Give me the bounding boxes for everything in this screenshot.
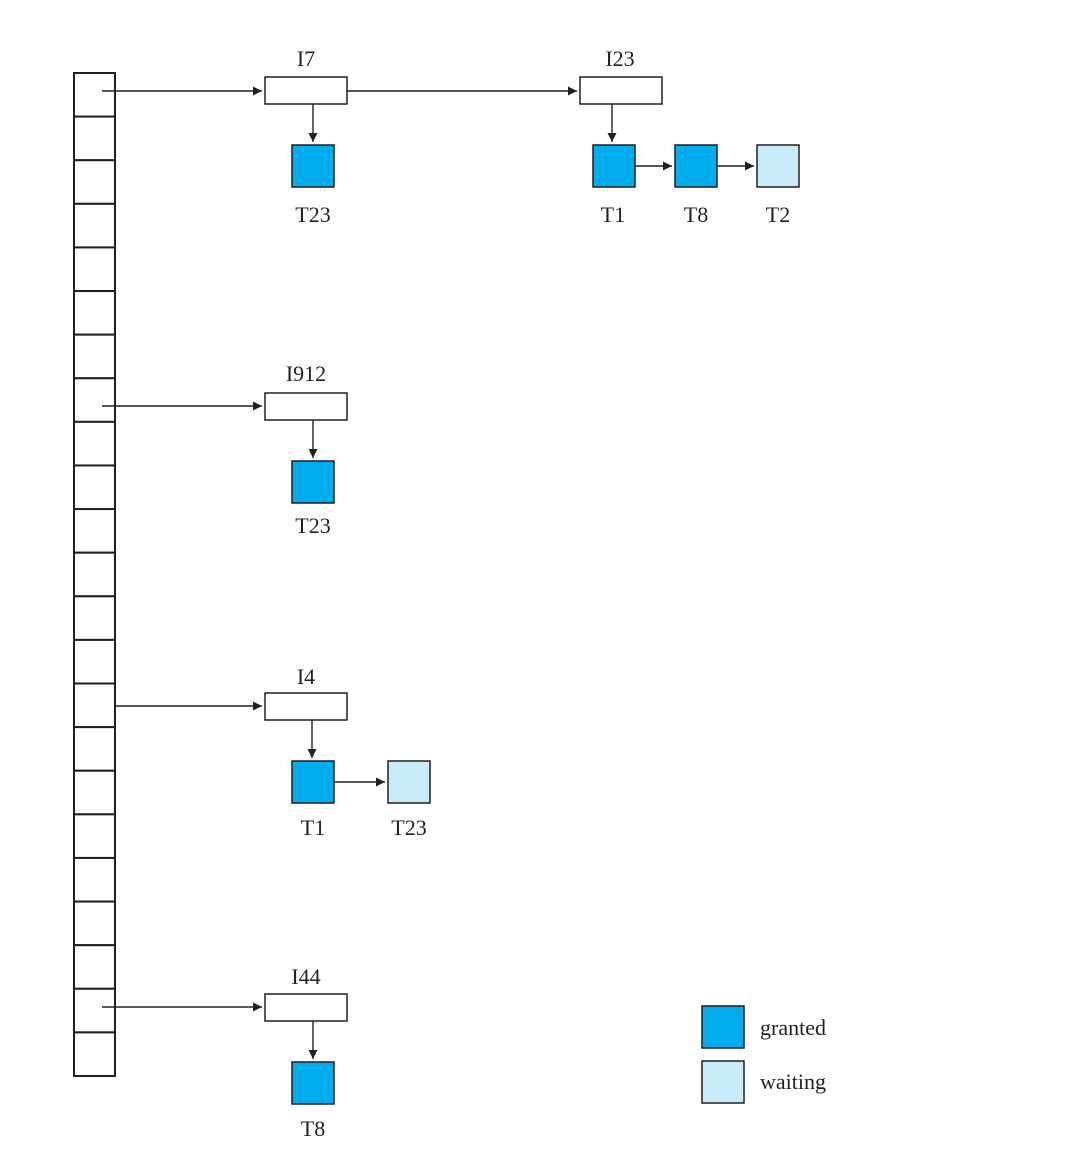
- request-node-waiting: [756, 144, 800, 188]
- transaction-label: T23: [391, 815, 426, 840]
- hash-bucket: [73, 813, 116, 859]
- hash-bucket: [73, 944, 116, 990]
- legend-swatch-granted: [701, 1005, 745, 1049]
- hash-bucket: [73, 508, 116, 554]
- hash-bucket: [73, 72, 116, 118]
- request-node-granted: [291, 760, 335, 804]
- data-item-label: I23: [605, 46, 634, 71]
- hash-bucket: [73, 420, 116, 467]
- hash-bucket: [73, 1031, 116, 1078]
- transaction-label: T8: [301, 1116, 325, 1141]
- hash-bucket: [73, 333, 116, 380]
- hash-bucket: [73, 682, 116, 729]
- transaction-label: T2: [766, 202, 790, 227]
- data-item-box: [264, 692, 348, 721]
- legend-label-granted: granted: [760, 1015, 826, 1040]
- hash-bucket: [73, 464, 116, 511]
- hash-bucket: [73, 115, 116, 162]
- hash-bucket: [73, 159, 116, 205]
- request-node-granted: [291, 460, 335, 504]
- data-item-box: [264, 76, 348, 105]
- hash-bucket: [73, 638, 116, 685]
- data-item-box: [264, 392, 348, 421]
- chain-1: I912 T23: [102, 361, 348, 538]
- hash-bucket: [73, 246, 116, 293]
- request-node-granted: [674, 144, 718, 188]
- data-item-label: I44: [291, 964, 320, 989]
- hash-bucket: [73, 900, 116, 947]
- hash-bucket: [73, 290, 116, 336]
- data-item-box: [264, 993, 348, 1022]
- hash-bucket: [73, 595, 116, 641]
- hash-bucket: [73, 551, 116, 598]
- hash-bucket: [73, 377, 116, 423]
- request-node-granted: [291, 144, 335, 188]
- hash-bucket: [73, 202, 116, 249]
- chain-3: I44 T8: [102, 964, 348, 1141]
- hash-bucket: [73, 726, 116, 772]
- data-item-label: I4: [297, 664, 315, 689]
- data-item-label: I7: [297, 46, 315, 71]
- chain-2: I4 T1 T23: [115, 664, 431, 840]
- chain-0: I7 T23 I23 T1 T8 T2: [102, 46, 800, 227]
- data-item-box: [579, 76, 663, 105]
- request-node-granted: [291, 1061, 335, 1105]
- transaction-label: T1: [601, 202, 625, 227]
- legend-label-waiting: waiting: [760, 1069, 826, 1094]
- legend-swatch-waiting: [701, 1060, 745, 1104]
- request-node-granted: [592, 144, 636, 188]
- transaction-label: T23: [295, 513, 330, 538]
- data-item-label: I912: [286, 361, 326, 386]
- transaction-label: T1: [301, 815, 325, 840]
- request-node-waiting: [387, 760, 431, 804]
- hash-bucket: [73, 769, 116, 816]
- hash-bucket: [73, 856, 116, 903]
- hash-bucket: [73, 987, 116, 1034]
- legend: granted waiting: [701, 1005, 826, 1104]
- transaction-label: T23: [295, 202, 330, 227]
- transaction-label: T8: [684, 202, 708, 227]
- hash-table: [73, 72, 116, 1078]
